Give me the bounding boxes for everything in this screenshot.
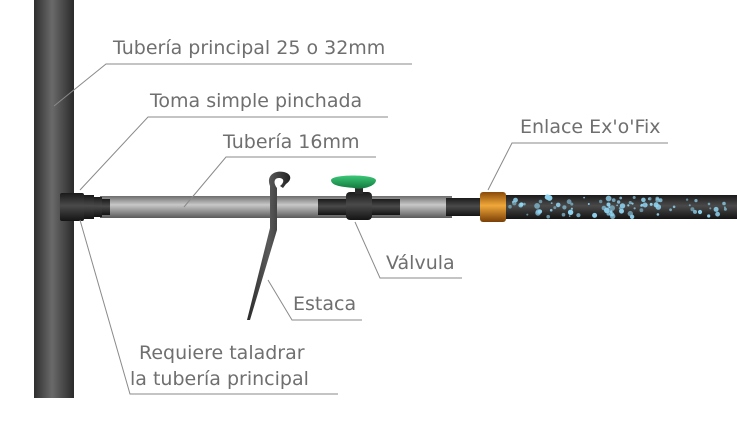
stake xyxy=(247,171,291,320)
water-drop xyxy=(685,198,689,201)
leader-connector xyxy=(487,142,668,191)
label-main-pipe: Tubería principal 25 o 32mm xyxy=(113,37,386,59)
water-drop xyxy=(576,213,581,218)
water-drop xyxy=(570,207,574,210)
water-drop xyxy=(546,214,550,219)
label-drill-line2: la tubería principal xyxy=(130,368,309,390)
water-drop xyxy=(550,202,553,205)
water-drop xyxy=(553,206,557,210)
exofix-connector xyxy=(446,192,506,222)
water-drop xyxy=(587,203,590,205)
water-drop xyxy=(537,209,543,214)
water-drop xyxy=(722,201,726,206)
water-drop xyxy=(566,199,572,205)
water-drop xyxy=(534,203,540,209)
leader-drill xyxy=(79,219,338,395)
water-drop xyxy=(619,196,623,200)
water-drop xyxy=(562,205,567,210)
water-drop xyxy=(697,209,703,215)
water-drop xyxy=(609,205,615,211)
water-drop xyxy=(583,196,585,199)
water-drop xyxy=(693,209,697,214)
water-drop xyxy=(690,207,695,212)
label-pipe-16: Tubería 16mm xyxy=(223,131,360,153)
water-drop xyxy=(567,209,574,215)
water-drop xyxy=(639,208,644,213)
water-drop xyxy=(570,202,574,206)
label-valve: Válvula xyxy=(386,252,455,274)
leader-lines xyxy=(53,63,668,395)
water-drop xyxy=(709,207,712,210)
leader-valve xyxy=(354,221,462,279)
water-drop xyxy=(555,202,561,208)
water-drop xyxy=(568,215,571,217)
water-drop xyxy=(641,197,646,203)
water-drop xyxy=(544,194,551,200)
water-drop xyxy=(508,204,512,209)
leader-pipe-16 xyxy=(183,156,376,208)
water-drop xyxy=(655,197,660,203)
water-drop xyxy=(628,201,632,205)
water-drop xyxy=(694,199,698,203)
water-drop xyxy=(605,195,612,202)
water-drop xyxy=(526,213,529,216)
water-drop xyxy=(511,200,515,203)
water-drop xyxy=(649,202,653,206)
water-drop xyxy=(715,211,720,217)
water-drop xyxy=(672,205,676,209)
water-drop xyxy=(647,198,650,200)
leader-simple-tap xyxy=(79,116,388,191)
water-drop xyxy=(688,204,691,207)
water-drop xyxy=(632,196,636,199)
water-drop xyxy=(604,207,610,214)
water-drop xyxy=(713,206,719,212)
valve xyxy=(318,175,400,220)
water-drop xyxy=(642,202,648,208)
water-drop xyxy=(561,212,566,217)
label-connector: Enlace Ex'o'Fix xyxy=(520,116,661,138)
simple-tap-connector xyxy=(60,193,110,221)
water-drop xyxy=(599,199,603,204)
water-drop xyxy=(523,202,526,206)
water-drop xyxy=(519,202,524,206)
label-stake: Estaca xyxy=(293,293,357,315)
water-drop xyxy=(592,212,598,218)
water-drop xyxy=(707,202,711,206)
water-drop xyxy=(619,203,626,209)
water-drop xyxy=(656,213,660,216)
water-drop xyxy=(611,198,616,203)
water-drop xyxy=(538,199,543,204)
leader-stake xyxy=(267,279,362,321)
water-drop xyxy=(723,207,727,211)
water-drop xyxy=(640,204,643,207)
water-drop xyxy=(669,208,672,212)
water-drop xyxy=(616,200,621,204)
water-drop xyxy=(707,214,711,218)
water-drop xyxy=(606,202,611,207)
water-drops xyxy=(508,194,727,219)
water-drop xyxy=(645,203,648,206)
water-drop xyxy=(627,204,630,207)
water-drop xyxy=(609,210,613,214)
leader-main-pipe xyxy=(53,63,412,107)
water-drop xyxy=(616,204,618,207)
water-drop xyxy=(609,212,613,217)
label-drill-line1: Requiere taladrar xyxy=(139,342,305,364)
water-drop xyxy=(633,207,636,210)
water-drop xyxy=(619,208,624,214)
water-drop xyxy=(549,208,553,212)
water-drop xyxy=(653,202,659,208)
water-drop xyxy=(631,202,634,205)
valve-handle xyxy=(331,175,376,189)
label-simple-tap: Toma simple pinchada xyxy=(150,90,363,112)
water-drop xyxy=(629,214,635,219)
